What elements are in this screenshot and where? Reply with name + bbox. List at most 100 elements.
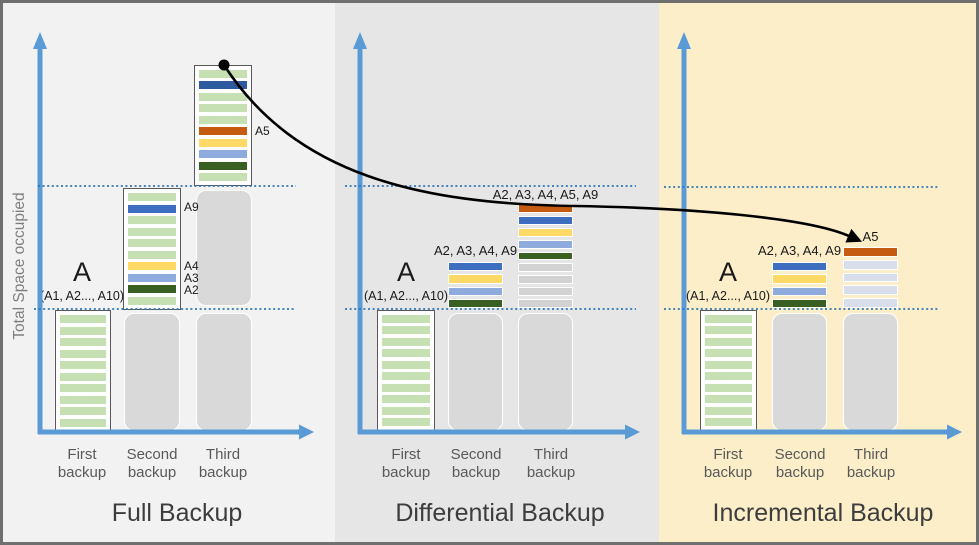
stripe-green — [705, 418, 752, 427]
stripe-green — [128, 239, 176, 248]
stripe-green — [382, 372, 430, 381]
stripe-green — [60, 361, 106, 370]
stripe-green — [705, 372, 752, 381]
stripe-green — [128, 216, 176, 225]
stripe-lightblue — [448, 286, 503, 296]
stripe-green — [199, 92, 247, 101]
xtick-line: backup — [57, 464, 107, 482]
stripe-gray — [518, 299, 573, 309]
stripe-orange — [518, 204, 573, 213]
backup-content-label: A2, A3, A4, A9 — [433, 243, 518, 258]
stripe-green — [60, 384, 106, 393]
stripe-bluegray — [843, 259, 898, 270]
stripe-green — [382, 395, 430, 404]
xtick-line: Second — [126, 446, 178, 463]
stripe-yellow — [199, 138, 247, 147]
xtick-line: Third — [853, 446, 889, 463]
stripe-blue — [772, 262, 827, 272]
stripe-green — [60, 326, 106, 335]
stripe-green — [705, 349, 752, 358]
stripe-darkgreen — [128, 285, 176, 294]
stripe-green — [705, 395, 752, 404]
third-backup-stripes — [843, 247, 898, 308]
xtick-line: backup — [381, 464, 431, 482]
previous-backup-space-block — [448, 313, 503, 431]
previous-backup-space-block — [196, 190, 252, 306]
full-dataset-label: A(A1, A2..., A10) — [12, 258, 152, 304]
stripe-green — [60, 349, 106, 358]
stripe-green — [60, 315, 106, 324]
panel-title-full: Full Backup — [111, 499, 243, 527]
xtick-line: Second — [774, 446, 826, 463]
stripe-orange — [843, 247, 898, 257]
xtick-line: backup — [846, 464, 896, 482]
stripe-bluegray — [843, 272, 898, 283]
stripe-gray — [518, 263, 573, 273]
stripe-gray — [518, 287, 573, 297]
previous-backup-space-block — [518, 313, 573, 431]
previous-backup-space-block — [843, 313, 898, 431]
xtick-line: backup — [451, 464, 501, 482]
stripe-green — [199, 173, 247, 182]
stripe-green — [382, 406, 430, 415]
stripe-green — [382, 337, 430, 346]
stripe-green — [60, 395, 106, 404]
stripe-yellow — [518, 227, 573, 237]
xtick-line: First — [713, 446, 743, 463]
third-backup-bar — [194, 65, 252, 186]
stripe-darkgreen — [518, 251, 573, 261]
stripe-green — [199, 70, 247, 78]
stripe-green — [705, 360, 752, 369]
stripe-lightblue — [128, 273, 176, 282]
stripe-green — [199, 104, 247, 113]
previous-backup-space-block — [124, 313, 180, 431]
stripe-green — [60, 338, 106, 347]
stripe-green — [60, 372, 106, 381]
stripe-lightblue — [772, 286, 827, 296]
dataset-contents: (A1, A2..., A10) — [363, 289, 449, 304]
full-dataset-label: A (A1, A2..., A10) — [336, 257, 476, 304]
stripe-green — [60, 418, 106, 427]
stripe-green — [705, 406, 752, 415]
stripe-green — [382, 315, 430, 323]
third-backup-stripes — [518, 204, 573, 309]
stripe-blue — [128, 204, 176, 213]
dataset-name: A — [718, 257, 737, 287]
dataset-name: A — [396, 257, 415, 287]
stripe-darkgreen — [448, 298, 503, 308]
stripe-green — [705, 315, 752, 323]
backup-content-label: A2, A3, A4, A9 — [757, 243, 842, 258]
first-backup-bar — [55, 310, 111, 432]
stripe-green — [705, 326, 752, 335]
stripe-yellow — [448, 274, 503, 284]
second-backup-stripes — [448, 262, 503, 308]
xtick-line: First — [67, 446, 97, 463]
xtick-line: First — [391, 446, 421, 463]
changed-block-label: A2 — [184, 282, 199, 297]
second-backup-bar — [123, 188, 181, 310]
stripe-navy — [199, 81, 247, 90]
stripe-bluegray — [843, 285, 898, 296]
stripe-green — [128, 250, 176, 259]
stripe-lightblue — [518, 239, 573, 249]
y-axis-label: Total Space occupied — [11, 192, 28, 340]
dataset-contents: (A1, A2..., A10) — [685, 289, 771, 304]
changed-block-label: A9 — [184, 200, 199, 215]
changed-block-label: A5 — [255, 123, 270, 138]
dataset-contents: (A1, A2..., A10) — [39, 289, 125, 304]
stripe-green — [705, 337, 752, 346]
stripe-green — [199, 115, 247, 124]
stripe-green — [60, 407, 106, 416]
stripe-green — [382, 349, 430, 358]
stripe-green — [382, 383, 430, 392]
stripe-gray — [518, 275, 573, 285]
